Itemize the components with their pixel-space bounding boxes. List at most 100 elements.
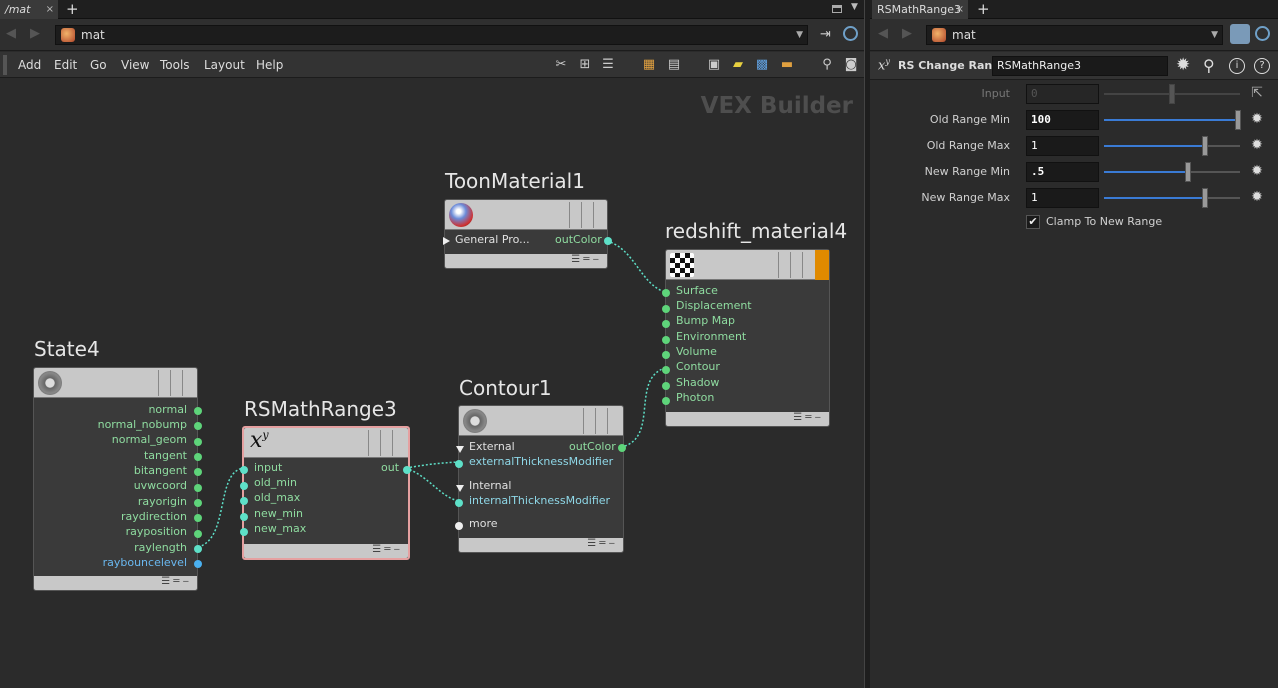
- port-dot[interactable]: [240, 513, 248, 521]
- forward-arrow-icon[interactable]: ▶: [30, 26, 40, 41]
- port-environment[interactable]: Environment: [676, 330, 747, 343]
- port-dot[interactable]: [662, 382, 670, 390]
- port-dot[interactable]: [194, 422, 202, 430]
- node-redshift-material[interactable]: Surface Displacement Bump Map Environmen…: [662, 249, 830, 427]
- param-new-range-min-field[interactable]: .5: [1026, 162, 1099, 182]
- port-rayposition[interactable]: rayposition: [125, 525, 187, 538]
- node-contour[interactable]: External outColor externalThicknessModif…: [455, 405, 626, 553]
- close-tab-icon[interactable]: ×: [45, 4, 54, 15]
- port-out[interactable]: out: [381, 461, 400, 474]
- port-outcolor-dot[interactable]: [604, 237, 612, 245]
- slider-handle[interactable]: [1202, 188, 1208, 208]
- node-name-field[interactable]: RSMathRange3: [992, 56, 1168, 76]
- port-dot[interactable]: [240, 497, 248, 505]
- close-tab-icon[interactable]: ×: [955, 4, 964, 15]
- menu-tools[interactable]: Tools: [160, 58, 190, 72]
- port-general-pro[interactable]: General Pro...: [455, 233, 530, 246]
- node-header[interactable]: [666, 250, 829, 280]
- port-dot[interactable]: [455, 499, 463, 507]
- port-dot[interactable]: [194, 484, 202, 492]
- menu-edit[interactable]: Edit: [54, 58, 78, 72]
- port-outcolor-dot[interactable]: [618, 444, 626, 452]
- display-options-icon[interactable]: ◙: [844, 57, 858, 72]
- path-field[interactable]: mat ▼: [55, 25, 808, 45]
- param-old-range-max-slider[interactable]: [1104, 136, 1240, 156]
- node-state[interactable]: normal normal_nobump normal_geom tangent…: [33, 367, 202, 591]
- menu-go[interactable]: Go: [90, 58, 107, 72]
- collapse-arrow-icon[interactable]: [456, 446, 464, 453]
- grid-icon[interactable]: ▦: [642, 57, 656, 72]
- node-toonmaterial[interactable]: General Pro... outColor ☰ ═ ‒: [443, 199, 612, 269]
- table-icon[interactable]: ▤: [667, 57, 681, 72]
- node-flags[interactable]: [565, 202, 605, 228]
- port-rayorigin[interactable]: rayorigin: [137, 495, 187, 508]
- new-tab-button[interactable]: +: [66, 0, 79, 18]
- gear-icon[interactable]: ✹: [1251, 137, 1263, 153]
- port-dot[interactable]: [194, 499, 202, 507]
- menu-layout[interactable]: Layout: [204, 58, 245, 72]
- slider-handle[interactable]: [1235, 110, 1241, 130]
- port-photon[interactable]: Photon: [676, 391, 715, 404]
- port-dot[interactable]: [194, 530, 202, 538]
- node-name-state[interactable]: State4: [34, 337, 100, 361]
- tab-mat[interactable]: /mat ×: [0, 0, 58, 19]
- slider-handle[interactable]: [1169, 84, 1175, 104]
- tree-icon[interactable]: ⊞: [579, 57, 591, 72]
- tab-rsmathrange3[interactable]: RSMathRange3 ×: [872, 0, 968, 19]
- node-flags[interactable]: [364, 430, 404, 456]
- param-new-range-min-slider[interactable]: [1104, 162, 1240, 182]
- info-icon[interactable]: i: [1229, 58, 1245, 74]
- port-raydirection[interactable]: raydirection: [121, 510, 187, 523]
- slider-handle[interactable]: [1202, 136, 1208, 156]
- port-tangent[interactable]: tangent: [143, 449, 187, 462]
- pin-icon[interactable]: ⇥: [820, 27, 831, 42]
- port-dot[interactable]: [194, 453, 202, 461]
- search-icon[interactable]: ⚲: [1203, 56, 1215, 75]
- link-icon[interactable]: [1255, 26, 1270, 41]
- channel-link-icon[interactable]: ⇱: [1251, 85, 1263, 101]
- port-internal-thickness[interactable]: internalThicknessModifier: [469, 494, 611, 507]
- port-dot[interactable]: [194, 560, 202, 568]
- node-flags[interactable]: [579, 408, 619, 434]
- node-name-toon[interactable]: ToonMaterial1: [445, 169, 585, 193]
- collapse-arrow-icon[interactable]: [456, 485, 464, 492]
- port-bitangent[interactable]: bitangent: [133, 464, 187, 477]
- param-new-range-max-field[interactable]: 1: [1026, 188, 1099, 208]
- port-normal-geom[interactable]: normal_geom: [111, 433, 187, 446]
- port-dot[interactable]: [194, 407, 202, 415]
- link-icon[interactable]: [843, 26, 858, 41]
- port-raybouncelevel[interactable]: raybouncelevel: [102, 556, 187, 569]
- network-canvas[interactable]: VEX Builder ToonMaterial1 General Pro...…: [0, 79, 864, 688]
- port-dot[interactable]: [662, 289, 670, 297]
- list-icon[interactable]: ☰: [602, 57, 614, 72]
- port-new-min[interactable]: new_min: [254, 507, 303, 520]
- image-icon[interactable]: ▩: [755, 57, 769, 72]
- port-more[interactable]: more: [469, 517, 498, 530]
- port-volume[interactable]: Volume: [676, 345, 717, 358]
- port-out-dot[interactable]: [403, 466, 411, 474]
- wire-raylength-to-input[interactable]: [197, 467, 245, 548]
- sticky-note-icon[interactable]: ▰: [733, 57, 743, 72]
- param-old-range-max-field[interactable]: 1: [1026, 136, 1099, 156]
- pane-splitter[interactable]: [864, 0, 870, 688]
- wire-toon-to-surface[interactable]: [606, 240, 666, 293]
- pane-menu-icon[interactable]: ▼: [851, 2, 858, 12]
- param-input-field[interactable]: 0: [1026, 84, 1099, 104]
- path-field[interactable]: mat ▼: [926, 25, 1223, 45]
- wire-out-to-internal[interactable]: [405, 467, 460, 502]
- port-dot[interactable]: [662, 397, 670, 405]
- menu-help[interactable]: Help: [256, 58, 284, 72]
- back-arrow-icon[interactable]: ◀: [878, 26, 888, 41]
- port-new-max[interactable]: new_max: [254, 522, 307, 535]
- port-normal[interactable]: normal: [148, 403, 187, 416]
- subnet-icon[interactable]: ▬: [780, 57, 794, 72]
- port-external-thickness[interactable]: externalThicknessModifier: [469, 455, 614, 468]
- gear-icon[interactable]: ✹: [1251, 111, 1263, 127]
- expand-arrow-icon[interactable]: [443, 237, 450, 245]
- port-old-max[interactable]: old_max: [254, 491, 301, 504]
- param-old-range-min-field[interactable]: 100: [1026, 110, 1099, 130]
- node-flags[interactable]: [154, 370, 194, 396]
- port-dot[interactable]: [662, 351, 670, 359]
- node-header[interactable]: [459, 406, 623, 436]
- forward-arrow-icon[interactable]: ▶: [902, 26, 912, 41]
